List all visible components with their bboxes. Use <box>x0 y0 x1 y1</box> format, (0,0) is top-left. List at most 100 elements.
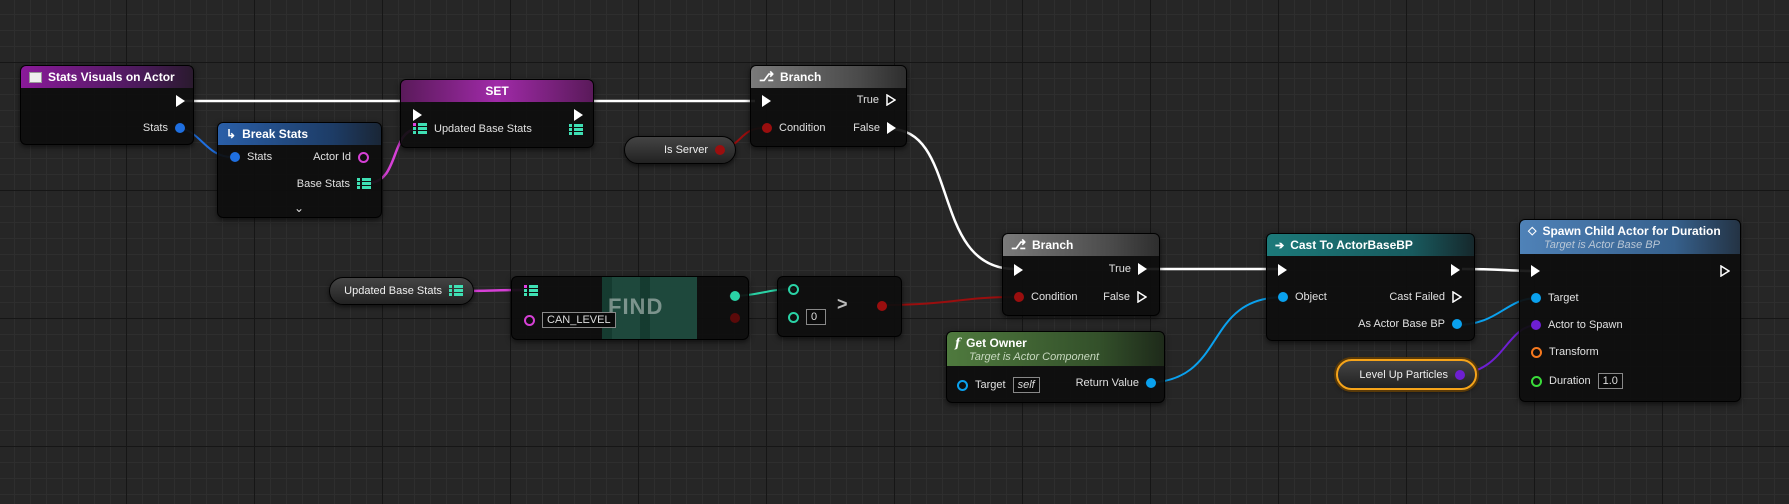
array-pin-icon <box>413 123 427 135</box>
cast-object-pin[interactable]: Object <box>1278 291 1327 303</box>
struct-pin-icon <box>230 152 240 162</box>
event-node-title: Stats Visuals on Actor <box>48 70 175 84</box>
exec-in-icon <box>1278 264 1287 276</box>
branch-2-condition-pin[interactable]: Condition <box>1014 291 1077 303</box>
break-base-stats-label: Base Stats <box>296 178 350 190</box>
set-updated-out-pin[interactable] <box>569 124 583 136</box>
get-owner-return-pin[interactable]: Return Value <box>1076 377 1156 389</box>
is-server-variable[interactable]: Is Server <box>624 136 736 164</box>
event-exec-out[interactable] <box>176 95 185 107</box>
branch-1-true-label: True <box>856 94 879 106</box>
find-value-out-pin[interactable] <box>730 291 740 301</box>
cast-node[interactable]: ➔ Cast To ActorBaseBP Object Cast Failed… <box>1266 233 1475 341</box>
get-owner-target-label: Target <box>975 379 1006 391</box>
branch-1-header: ⎇ Branch <box>751 66 906 88</box>
level-up-particles-label: Level Up Particles <box>1359 368 1448 381</box>
object-pin-icon <box>1146 378 1156 388</box>
greater-b-input[interactable]: 0 <box>806 309 826 325</box>
spawn-transform-pin[interactable]: Transform <box>1531 346 1599 358</box>
set-node[interactable]: SET Updated Base Stats <box>400 79 594 148</box>
set-updated-label: Updated Base Stats <box>434 123 532 135</box>
spawn-actor-pin[interactable]: Actor to Spawn <box>1531 319 1623 331</box>
event-stats-pin[interactable]: Stats <box>143 122 185 134</box>
find-key-input[interactable]: CAN_LEVEL <box>542 312 616 328</box>
cast-exec-out[interactable] <box>1451 264 1460 276</box>
greater-a-pin[interactable] <box>788 284 799 295</box>
spawn-transform-label: Transform <box>1549 346 1599 358</box>
branch-1-exec-in[interactable] <box>762 95 771 107</box>
branch-1-true-pin[interactable]: True <box>857 94 896 106</box>
spawn-duration-pin[interactable]: Duration 1.0 <box>1531 373 1623 389</box>
object-pin-icon <box>957 379 968 391</box>
struct-pin-icon <box>175 123 185 133</box>
spawn-actor-label: Actor to Spawn <box>1548 319 1623 331</box>
branch-2-true-label: True <box>1108 263 1131 275</box>
cast-as-pin[interactable]: As Actor Base BP <box>1358 318 1462 330</box>
set-exec-in[interactable] <box>413 109 422 121</box>
break-base-stats-pin[interactable]: Base Stats <box>297 178 371 190</box>
transform-pin-icon <box>1531 346 1542 358</box>
break-actor-id-pin[interactable]: Actor Id <box>313 151 369 163</box>
exec-out-icon <box>574 109 583 121</box>
cast-as-label: As Actor Base BP <box>1358 318 1445 330</box>
event-stats-label: Stats <box>142 122 168 134</box>
updated-base-stats-var-label: Updated Base Stats <box>344 285 442 297</box>
break-struct-icon: ↳ <box>226 127 237 141</box>
exec-out-hollow-icon <box>1452 291 1462 303</box>
break-stats-title: Break Stats <box>242 127 309 141</box>
event-node[interactable]: Stats Visuals on Actor Stats <box>20 65 194 145</box>
find-map-in-pin[interactable] <box>524 285 538 297</box>
level-up-particles-variable[interactable]: Level Up Particles <box>1336 359 1477 390</box>
expand-chevron-icon[interactable]: ⌄ <box>294 201 305 215</box>
spawn-exec-in[interactable] <box>1531 265 1540 277</box>
name-pin-icon <box>524 314 535 326</box>
branch-1-false-label: False <box>853 122 880 134</box>
greater-than-node[interactable]: 0 > <box>777 276 902 337</box>
spawn-target-pin[interactable]: Target <box>1531 292 1579 304</box>
exec-in-icon <box>1531 265 1540 277</box>
break-stats-node[interactable]: ↳ Break Stats Stats Actor Id Base Stats … <box>217 122 382 218</box>
bool-pin-icon <box>762 123 772 133</box>
set-updated-in-pin[interactable]: Updated Base Stats <box>413 123 532 135</box>
greater-b-pin[interactable]: 0 <box>788 309 826 325</box>
get-owner-target-pin[interactable]: Target self <box>957 377 1040 393</box>
exec-out-icon <box>887 122 896 134</box>
break-stats-header: ↳ Break Stats <box>218 123 381 145</box>
find-node[interactable]: FIND CAN_LEVEL <box>511 276 749 340</box>
branch-2-true-pin[interactable]: True <box>1109 263 1147 275</box>
spawn-exec-out[interactable] <box>1720 265 1730 277</box>
branch-2-exec-in[interactable] <box>1014 264 1023 276</box>
branch-1-false-pin[interactable]: False <box>853 122 896 134</box>
find-key-pin[interactable]: CAN_LEVEL <box>524 312 616 328</box>
object-pin-icon <box>1452 319 1462 329</box>
branch-node-1[interactable]: ⎇ Branch True Condition False <box>750 65 907 147</box>
updated-base-stats-variable[interactable]: Updated Base Stats <box>329 277 474 305</box>
cast-header: ➔ Cast To ActorBaseBP <box>1267 234 1474 256</box>
array-pin-icon <box>569 124 583 136</box>
branch-1-condition-pin[interactable]: Condition <box>762 122 825 134</box>
set-node-header: SET <box>401 80 593 102</box>
branch-2-condition-label: Condition <box>1031 291 1078 303</box>
spawn-child-actor-node[interactable]: ◇ Spawn Child Actor for Duration Target … <box>1519 219 1741 402</box>
greater-out-pin[interactable] <box>877 301 887 311</box>
break-stats-in-pin[interactable]: Stats <box>230 151 272 163</box>
get-owner-node[interactable]: f Get Owner Target is Actor Component Ta… <box>946 331 1165 403</box>
branch-node-2[interactable]: ⎇ Branch True Condition False <box>1002 233 1160 316</box>
bool-pin-icon <box>730 313 740 323</box>
branch-2-title: Branch <box>1031 238 1074 252</box>
find-bool-out-pin[interactable] <box>730 313 740 323</box>
branch-icon: ⎇ <box>1011 237 1026 252</box>
float-pin-icon <box>1531 375 1542 387</box>
array-pin-icon <box>357 178 371 190</box>
spawn-duration-input[interactable]: 1.0 <box>1597 373 1623 389</box>
greater-symbol: > <box>837 294 848 314</box>
branch-2-false-pin[interactable]: False <box>1103 291 1147 303</box>
get-owner-target-input[interactable]: self <box>1012 377 1040 393</box>
cast-failed-pin[interactable]: Cast Failed <box>1389 291 1462 303</box>
cast-title: Cast To ActorBaseBP <box>1290 238 1413 252</box>
branch-2-false-label: False <box>1103 291 1130 303</box>
branch-1-condition-label: Condition <box>779 122 826 134</box>
spawn-function-icon: ◇ <box>1528 225 1537 237</box>
set-exec-out[interactable] <box>574 109 583 121</box>
cast-exec-in[interactable] <box>1278 264 1287 276</box>
